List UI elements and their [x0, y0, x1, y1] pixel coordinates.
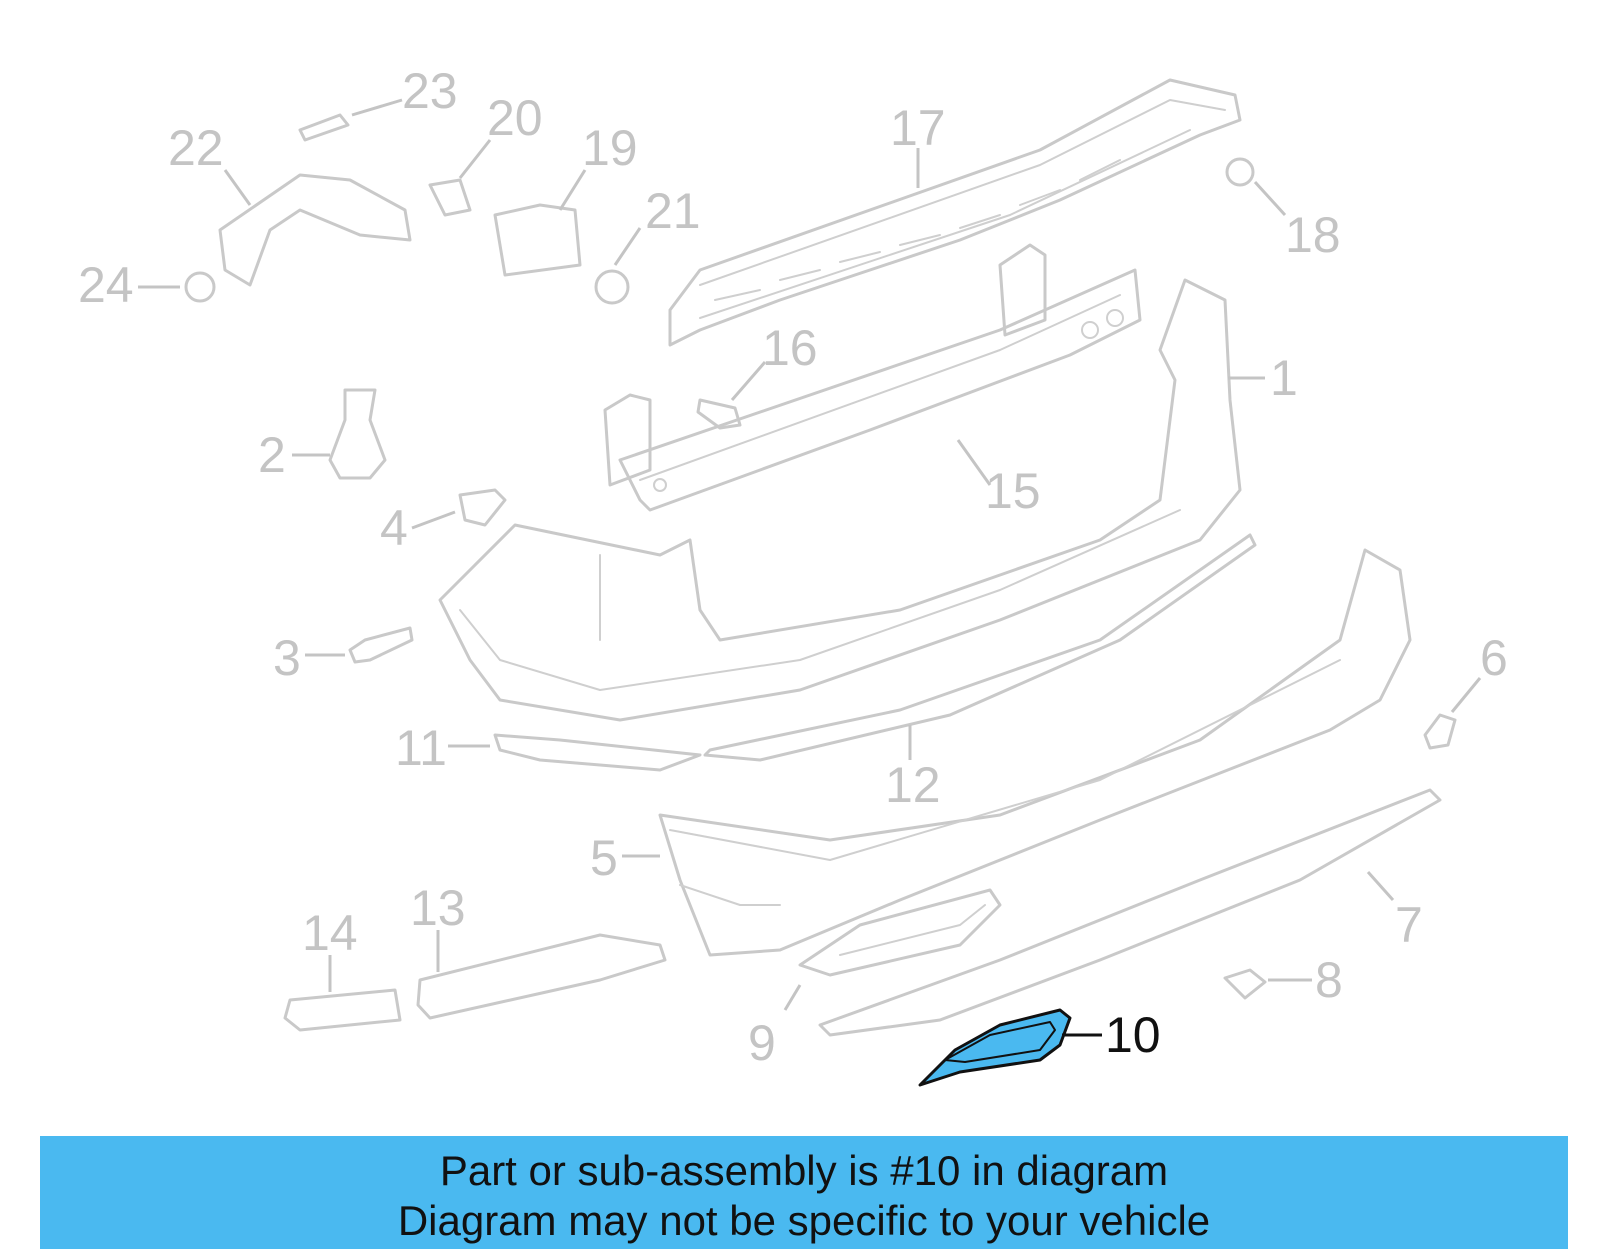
callout-22: 22	[168, 120, 224, 176]
part-7-diffuser	[818, 788, 1442, 1037]
callout-17: 17	[890, 100, 946, 156]
part-15-reinforcement	[603, 243, 1142, 512]
callout-9: 9	[748, 1015, 776, 1071]
callout-20: 20	[487, 90, 543, 146]
part-10-highlighted	[918, 1008, 1072, 1087]
part-9-finisher	[798, 888, 1002, 977]
callout-10: 10	[1105, 1007, 1161, 1063]
callout-14: 14	[302, 905, 358, 961]
callout-15: 15	[985, 463, 1041, 519]
callout-4: 4	[380, 500, 408, 556]
callout-1: 1	[1270, 350, 1298, 406]
callout-6: 6	[1480, 630, 1508, 686]
callout-3: 3	[273, 630, 301, 686]
part-1-bumper-cover	[438, 278, 1242, 722]
callout-7: 7	[1395, 897, 1423, 953]
callout-13: 13	[410, 880, 466, 936]
callout-19: 19	[582, 120, 638, 176]
leader-lines	[138, 98, 1482, 1037]
callout-12: 12	[885, 757, 941, 813]
callout-16: 16	[762, 320, 818, 376]
part-5-lower-fascia	[658, 548, 1412, 957]
callout-23: 23	[402, 63, 458, 119]
callout-24: 24	[78, 257, 134, 313]
callout-5: 5	[590, 830, 618, 886]
small-parts	[184, 113, 1457, 1032]
callout-21: 21	[645, 183, 701, 239]
banner-line-part: Part or sub-assembly is #10 in diagram	[439, 1146, 1169, 1194]
banner-line-disclaimer: Diagram may not be specific to your vehi…	[397, 1196, 1211, 1244]
callout-11: 11	[395, 720, 447, 776]
info-banner: Part or sub-assembly is #10 in diagram D…	[40, 1136, 1568, 1249]
callout-2: 2	[258, 427, 286, 483]
callout-8: 8	[1315, 952, 1343, 1008]
part-17-absorber	[668, 78, 1242, 347]
callout-18: 18	[1285, 207, 1341, 263]
callout-labels: 1 2 3 4 5 6 7 8 9 10 11 12 13 14 15 16 1…	[78, 63, 1508, 1071]
part-12-trim	[703, 533, 1257, 762]
